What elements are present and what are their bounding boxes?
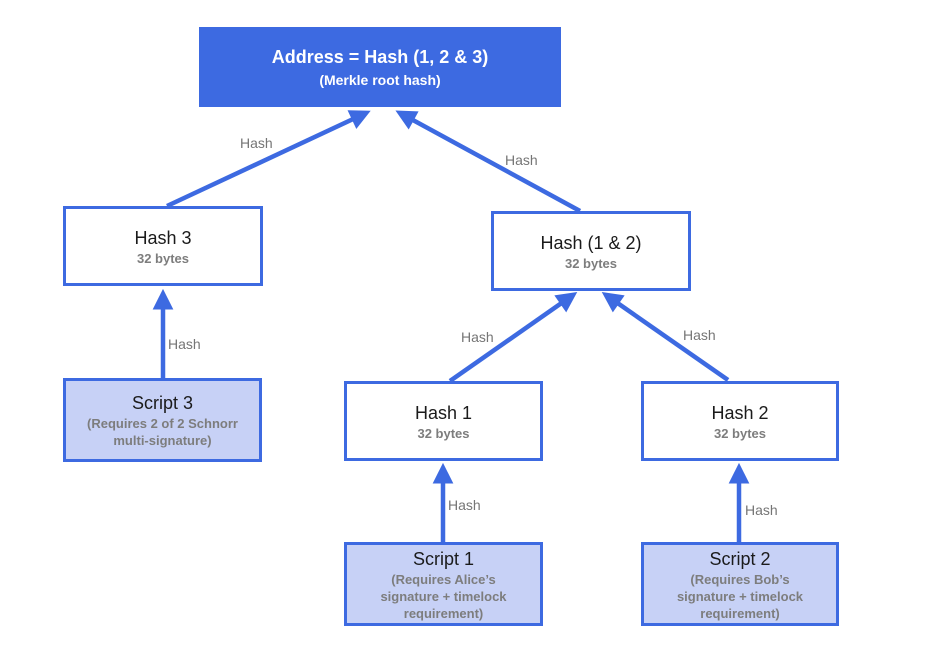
node-hash-2: Hash 2 32 bytes bbox=[641, 381, 839, 461]
node-subtitle: 32 bytes bbox=[564, 255, 618, 271]
edge-label-hash: Hash bbox=[240, 135, 273, 151]
node-subtitle: 32 bytes bbox=[417, 425, 470, 441]
node-hash-3: Hash 3 32 bytes bbox=[63, 206, 263, 286]
node-title: Script 2 bbox=[709, 548, 771, 569]
node-hash-1: Hash 1 32 bytes bbox=[344, 381, 543, 461]
node-script-2: Script 2 (Requires Bob’s signature + tim… bbox=[641, 542, 839, 626]
node-title: Script 1 bbox=[412, 548, 475, 569]
edge-label-hash: Hash bbox=[448, 497, 481, 513]
node-title: Hash (1 & 2) bbox=[540, 232, 642, 253]
node-subtitle: (Requires Alice’s signature + timelock r… bbox=[380, 571, 507, 621]
node-title: Hash 1 bbox=[414, 402, 473, 423]
node-title: Address = Hash (1, 2 & 3) bbox=[271, 47, 489, 67]
edge-label-hash: Hash bbox=[461, 329, 494, 345]
node-subtitle: 32 bytes bbox=[713, 425, 767, 441]
edge-label-hash: Hash bbox=[168, 336, 201, 352]
node-subtitle: (Requires 2 of 2 Schnorr multi-signature… bbox=[87, 416, 238, 448]
edge-label-hash: Hash bbox=[505, 152, 538, 168]
node-subtitle: 32 bytes bbox=[136, 250, 190, 266]
node-script-3: Script 3 (Requires 2 of 2 Schnorr multi-… bbox=[63, 378, 262, 462]
node-subtitle: (Requires Bob’s signature + timelock req… bbox=[676, 571, 804, 621]
edge-label-hash: Hash bbox=[683, 327, 716, 343]
arrow-hash3-to-root bbox=[166, 110, 371, 209]
node-title: Script 3 bbox=[131, 393, 194, 413]
arrow-hash12-to-root bbox=[395, 110, 582, 213]
node-script-1: Script 1 (Requires Alice’s signature + t… bbox=[344, 542, 543, 626]
node-title: Hash 3 bbox=[134, 227, 192, 248]
node-subtitle: (Merkle root hash) bbox=[319, 72, 441, 88]
node-title: Hash 2 bbox=[711, 402, 769, 423]
node-address-root: Address = Hash (1, 2 & 3) (Merkle root h… bbox=[199, 27, 561, 107]
edge-label-hash: Hash bbox=[745, 502, 778, 518]
node-hash-1-2: Hash (1 & 2) 32 bytes bbox=[491, 211, 691, 291]
